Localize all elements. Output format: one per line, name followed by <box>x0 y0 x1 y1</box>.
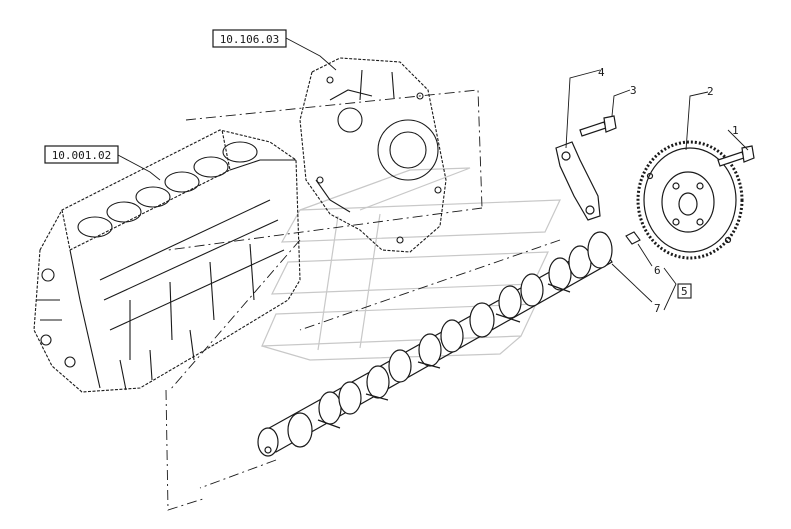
thrust-plate-bolt <box>579 115 617 137</box>
gear-bolt <box>717 145 755 167</box>
camshaft <box>257 231 613 457</box>
callout-5-box <box>677 283 692 299</box>
dashed-reference-lines <box>165 89 561 511</box>
callout-1: 1 <box>732 124 739 137</box>
reference-box-10-001-02[interactable]: 10.001.02 <box>44 145 119 164</box>
reference-label: 10.001.02 <box>52 149 112 162</box>
callout-3: 3 <box>630 84 637 97</box>
reference-label: 10.106.03 <box>220 33 280 46</box>
callout-labels: 1 2 3 4 5 6 7 <box>598 66 739 315</box>
timing-housing <box>299 57 447 253</box>
callout-2: 2 <box>707 85 714 98</box>
reference-box-10-106-03[interactable]: 10.106.03 <box>212 29 287 48</box>
thrust-plate <box>555 141 601 221</box>
callout-6: 6 <box>654 264 661 277</box>
watermark-logo <box>261 167 561 361</box>
camshaft-gear <box>636 140 744 260</box>
callout-5: 5 <box>681 285 688 298</box>
callout-4: 4 <box>598 66 605 79</box>
engine-block <box>33 129 301 393</box>
leader-lines <box>117 37 749 311</box>
dowel-pin <box>625 231 641 245</box>
callout-7: 7 <box>654 302 661 315</box>
